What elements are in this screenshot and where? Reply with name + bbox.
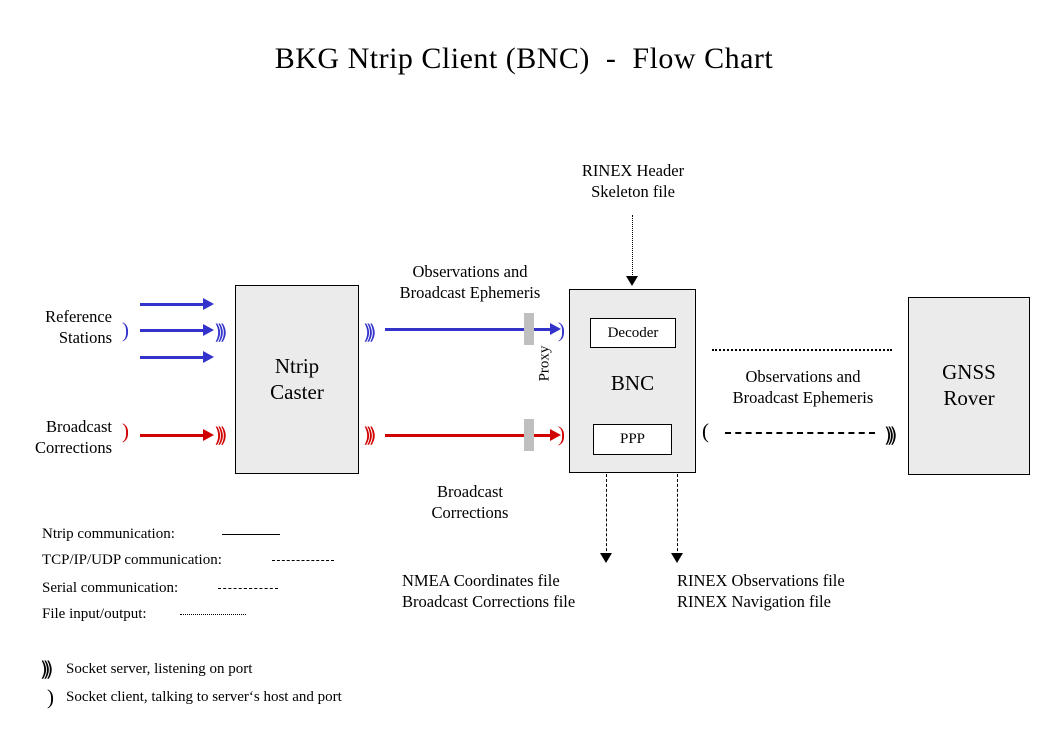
- arrowhead-icon: [671, 553, 683, 563]
- node-ppp-label: PPP: [619, 431, 646, 447]
- label-broadcast-corrections-mid: Broadcast Corrections: [431, 482, 509, 523]
- socket-client-icon: ): [47, 685, 54, 709]
- label-observations-ephemeris-right: Observations and Broadcast Ephemeris: [732, 367, 874, 408]
- legend-item-ntrip-label: Ntrip communication:: [42, 526, 175, 542]
- arrowhead-icon: [203, 298, 214, 310]
- node-gnss-rover[interactable]: GNSS Rover: [908, 297, 1030, 475]
- connector-ref-stations-3: [140, 356, 205, 359]
- socket-server-icon: ))): [363, 320, 377, 344]
- socket-client-icon: ): [122, 419, 129, 443]
- socket-server-icon: ))): [363, 423, 377, 447]
- legend-line-dotted: [180, 614, 246, 615]
- socket-client-icon: ): [558, 422, 565, 446]
- arrowhead-icon: [626, 276, 638, 286]
- socket-server-icon: ))): [214, 320, 228, 344]
- connector-bnc-to-rinex-output: [677, 474, 678, 556]
- legend-socket-server-label: Socket server, listening on port: [66, 661, 253, 677]
- legend-line-solid: [222, 534, 280, 535]
- socket-client-icon: (: [702, 419, 709, 443]
- socket-server-icon: ))): [884, 423, 898, 447]
- node-ntrip-caster-line2: Caster: [270, 379, 324, 404]
- connector-broadcast-corrections-in: [140, 434, 205, 437]
- connector-caster-to-bnc-obs: [385, 328, 553, 331]
- label-rinex-output-files: RINEX Observations file RINEX Navigation…: [677, 571, 845, 612]
- connector-rover-to-bnc: [725, 432, 875, 434]
- arrowhead-icon: [600, 553, 612, 563]
- arrowhead-icon: [203, 324, 214, 336]
- legend-item-tcpip-label: TCP/IP/UDP communication:: [42, 552, 222, 568]
- legend-line-dash: [218, 588, 278, 589]
- node-ntrip-caster-line1: Ntrip: [274, 353, 320, 378]
- socket-server-icon: ))): [40, 657, 54, 681]
- node-gnss-rover-line1: GNSS: [942, 360, 996, 385]
- connector-ref-stations-1: [140, 303, 205, 306]
- connector-bnc-rover-obs: [712, 349, 892, 351]
- page-title: BKG Ntrip Client (BNC) - Flow Chart: [274, 42, 774, 75]
- socket-client-icon: ): [122, 318, 129, 342]
- label-reference-stations: Reference Stations: [45, 307, 112, 348]
- connector-caster-to-bnc-corrections: [385, 434, 553, 437]
- node-ppp[interactable]: PPP: [593, 424, 672, 455]
- connector-skeleton-to-bnc: [632, 215, 633, 277]
- label-proxy: Proxy: [536, 345, 553, 382]
- arrowhead-icon: [550, 323, 561, 335]
- arrowhead-icon: [203, 351, 214, 363]
- label-nmea-output-files: NMEA Coordinates file Broadcast Correcti…: [402, 571, 576, 612]
- node-bnc-label: BNC: [610, 371, 655, 395]
- label-observations-ephemeris-mid: Observations and Broadcast Ephemeris: [399, 262, 541, 303]
- node-decoder-label: Decoder: [607, 324, 659, 341]
- node-ntrip-caster[interactable]: Ntrip Caster: [235, 285, 359, 474]
- node-gnss-rover-line2: Rover: [943, 386, 995, 410]
- legend-line-long-dash: [272, 560, 334, 561]
- socket-server-icon: ))): [214, 423, 228, 447]
- connector-bnc-to-nmea-output: [606, 474, 607, 556]
- proxy-bar-bottom: [524, 419, 534, 451]
- label-broadcast-corrections-left: Broadcast Corrections: [35, 417, 112, 458]
- arrowhead-icon: [203, 429, 214, 441]
- proxy-bar-top: [524, 313, 534, 345]
- legend-item-file-label: File input/output:: [42, 606, 147, 622]
- socket-client-icon: ): [558, 318, 565, 342]
- connector-ref-stations-2: [140, 329, 205, 332]
- arrowhead-icon: [550, 429, 561, 441]
- label-rinex-header-skeleton: RINEX Header Skeleton file: [581, 161, 685, 202]
- legend-item-serial-label: Serial communication:: [42, 580, 179, 596]
- legend-socket-client-label: Socket client, talking to server‘s host …: [66, 689, 342, 705]
- node-decoder[interactable]: Decoder: [590, 318, 676, 348]
